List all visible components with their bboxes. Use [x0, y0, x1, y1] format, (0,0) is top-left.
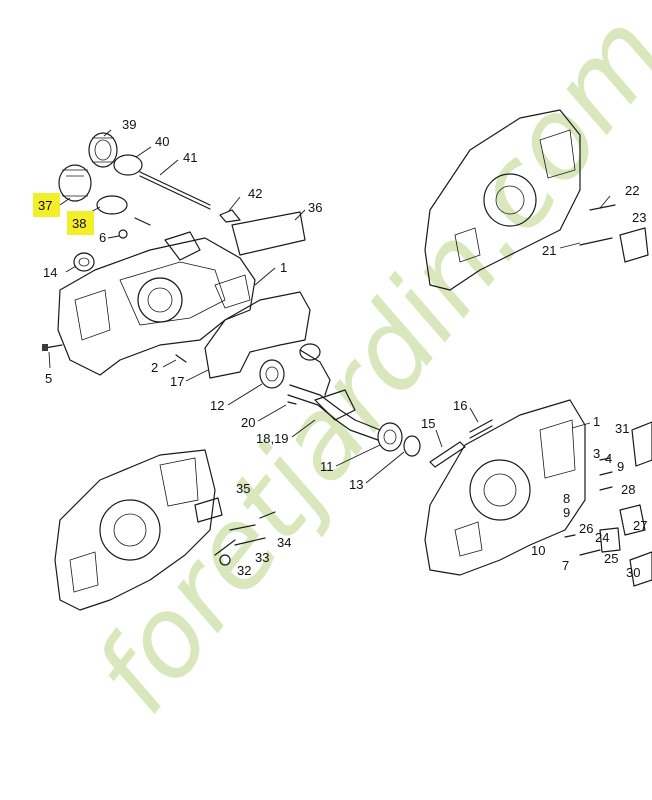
callout-4[interactable]: 4: [605, 451, 612, 466]
callout-40[interactable]: 40: [155, 134, 169, 149]
callout-3[interactable]: 3: [593, 446, 600, 461]
crankcase-right-bottom: [424, 399, 652, 587]
crankcase-right-top: [424, 109, 649, 291]
callout-25[interactable]: 25: [604, 551, 618, 566]
callout-16[interactable]: 16: [453, 398, 467, 413]
callout-13[interactable]: 13: [349, 477, 363, 492]
callout-39[interactable]: 39: [122, 117, 136, 132]
callout-14[interactable]: 14: [43, 265, 57, 280]
callout-1-top[interactable]: 1: [280, 260, 287, 275]
callout-38[interactable]: 38: [72, 216, 86, 231]
callout-10[interactable]: 10: [531, 543, 545, 558]
callout-5[interactable]: 5: [45, 371, 52, 386]
callout-33[interactable]: 33: [255, 550, 269, 565]
pin-2: [175, 354, 187, 363]
callout-11[interactable]: 11: [320, 459, 334, 474]
crankcase-left-bottom: [54, 449, 276, 611]
leader-lines: [48, 129, 611, 484]
callout-17[interactable]: 17: [170, 374, 184, 389]
screw-6: [118, 229, 128, 239]
callout-8[interactable]: 8: [563, 491, 570, 506]
parts-15-16: [429, 419, 493, 468]
callout-26[interactable]: 26: [579, 521, 593, 536]
callout-9b[interactable]: 9: [563, 505, 570, 520]
oil-pump-assembly: [58, 132, 306, 256]
callout-7[interactable]: 7: [562, 558, 569, 573]
callout-31[interactable]: 31: [615, 421, 629, 436]
callout-24[interactable]: 24: [595, 530, 609, 545]
callout-27[interactable]: 27: [633, 518, 647, 533]
callout-21[interactable]: 21: [542, 243, 556, 258]
callout-28[interactable]: 28: [621, 482, 635, 497]
highlight-38: [67, 211, 94, 235]
callout-32[interactable]: 32: [237, 563, 251, 578]
callout-20[interactable]: 20: [241, 415, 255, 430]
callout-2[interactable]: 2: [151, 360, 158, 375]
callout-9[interactable]: 9: [617, 459, 624, 474]
callout-labels: 39 40 41 37 38 42 36 6 14 1 5 2 17 12 20…: [38, 117, 647, 580]
callout-35[interactable]: 35: [236, 481, 250, 496]
callout-1-bottom[interactable]: 1: [593, 414, 600, 429]
screw-5: [42, 344, 63, 351]
highlight-37: [33, 193, 60, 217]
callout-36[interactable]: 36: [308, 200, 322, 215]
callout-6[interactable]: 6: [99, 230, 106, 245]
seal-14: [73, 252, 95, 272]
callout-15[interactable]: 15: [421, 416, 435, 431]
callout-30[interactable]: 30: [626, 565, 640, 580]
crankshaft-assembly: [259, 343, 421, 457]
callout-42[interactable]: 42: [248, 186, 262, 201]
callout-23[interactable]: 23: [632, 210, 646, 225]
callout-18-19[interactable]: 18,19: [256, 431, 289, 446]
callout-41[interactable]: 41: [183, 150, 197, 165]
gasket-17: [204, 291, 311, 379]
callout-37[interactable]: 37: [38, 198, 52, 213]
callout-34[interactable]: 34: [277, 535, 291, 550]
callout-12[interactable]: 12: [210, 398, 224, 413]
callout-22[interactable]: 22: [625, 183, 639, 198]
